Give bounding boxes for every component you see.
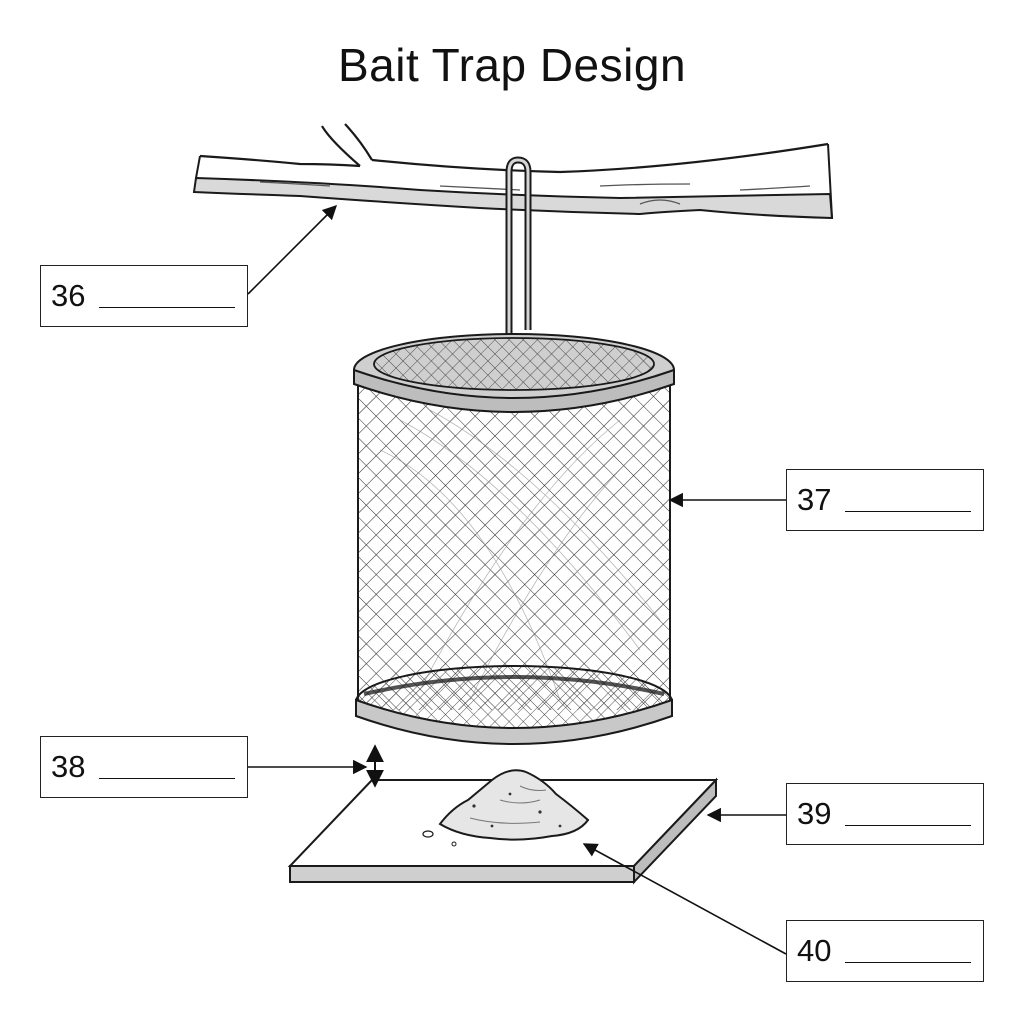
hanging-hook [505,156,532,400]
label-number: 39 [797,796,832,831]
tree-branch [192,123,834,220]
mesh-cylinder-trap [353,333,675,745]
label-box-38[interactable]: 38 [40,736,248,798]
bottom-rim-ring [355,665,673,745]
diagram-title: Bait Trap Design [337,39,687,91]
label-box-36[interactable]: 36 [40,265,248,327]
label-box-37[interactable]: 37 [786,469,984,531]
label-box-40[interactable]: 40 [786,920,984,982]
leader-arrow-36 [247,204,338,295]
answer-blank[interactable] [845,489,972,512]
answer-blank[interactable] [845,803,972,826]
label-number: 38 [51,749,86,784]
answer-blank[interactable] [99,285,236,308]
answer-blank[interactable] [845,940,972,963]
label-number: 36 [51,278,86,313]
label-box-39[interactable]: 39 [786,783,984,845]
bait-pile [422,769,590,847]
leader-arrow-40 [582,843,787,955]
answer-blank[interactable] [99,756,236,779]
label-number: 40 [797,933,832,968]
label-number: 37 [797,482,832,517]
top-rim-ring [353,333,675,413]
